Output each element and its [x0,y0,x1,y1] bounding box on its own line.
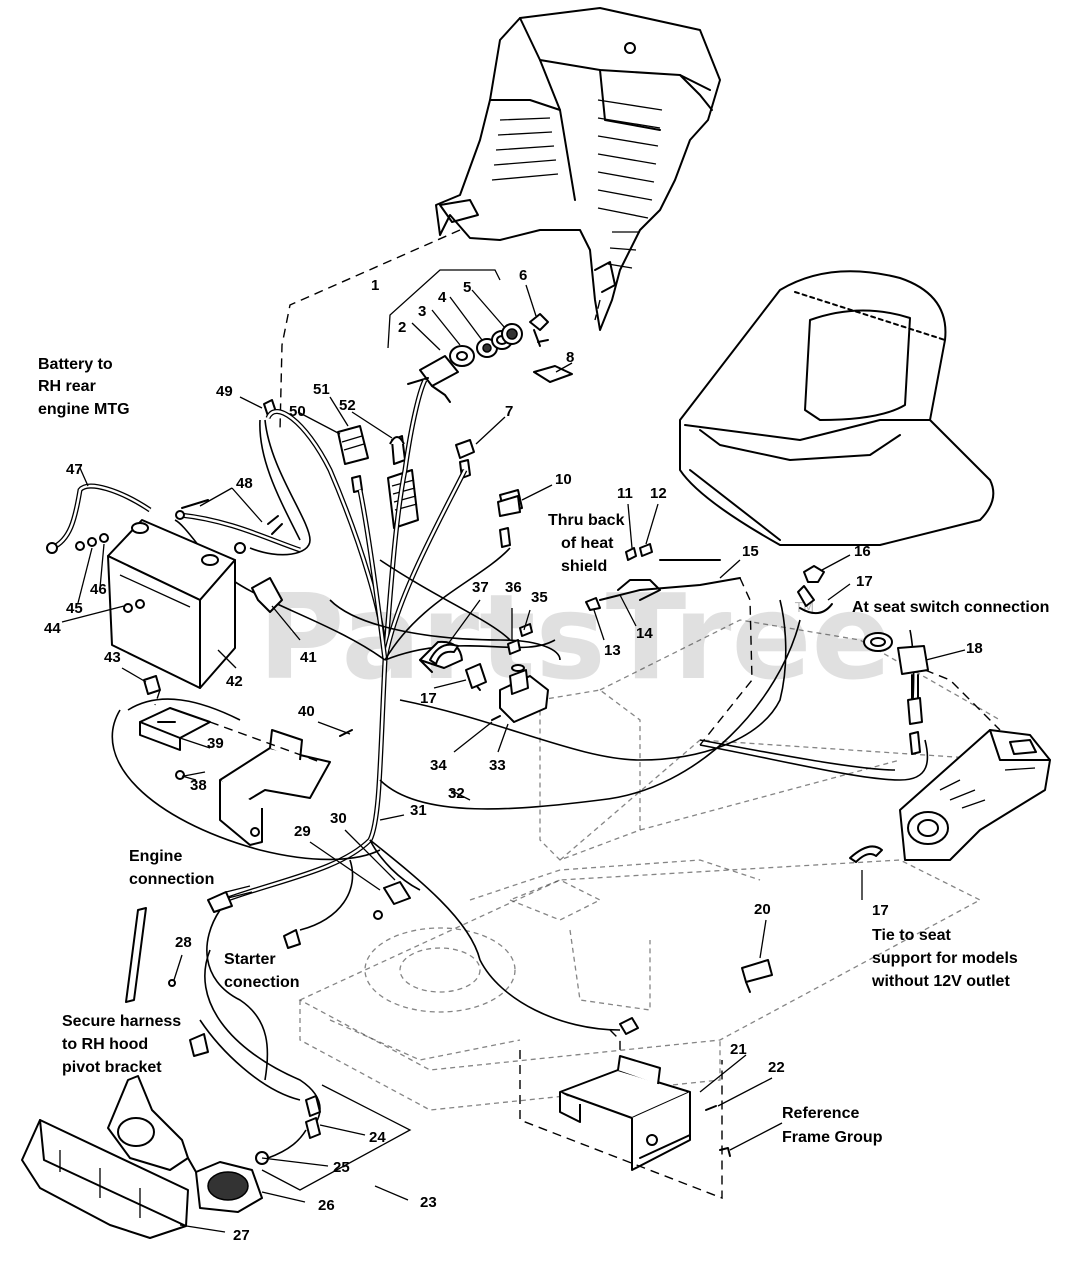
note-battery-line-1: Battery to [38,356,113,373]
callout-32: 32 [448,785,465,802]
callout-45: 45 [66,600,83,617]
part-37-clip [429,643,459,665]
callout-29: 29 [294,823,311,840]
note-secure-line-2: to RH hood [62,1036,148,1053]
callout-33: 33 [489,757,506,774]
callout-15: 15 [742,543,759,560]
callout-3: 3 [418,303,426,320]
part-23-bracket [261,1084,412,1191]
headlight-assembly [21,907,321,1239]
annotation-notes: Battery to RH rear engine MTG Thru back … [38,356,1049,1146]
note-reference-line-1: Reference [782,1105,859,1122]
part-41-boot [251,577,283,613]
callout-41: 41 [300,649,317,666]
callout-10: 10 [555,471,572,488]
mounting-brackets [139,675,353,846]
watermark: PartsTree [258,568,892,706]
note-reference-line-2: Frame Group [782,1129,883,1146]
callout-13: 13 [604,642,621,659]
callout-52: 52 [339,397,356,414]
callout-43: 43 [104,649,121,666]
12v-outlet [863,632,1001,755]
note-tie-line-1: Tie to seat [872,927,952,944]
note-heat-shield-line-2: of heat [561,535,614,552]
callout-2: 2 [398,319,406,336]
callout-51: 51 [313,381,330,398]
note-heat-shield-line-1: Thru back [548,512,625,529]
callout-30: 30 [330,810,347,827]
callout-22: 22 [768,1059,785,1076]
ignition-switch-parts [407,313,549,403]
callout-14: 14 [636,625,653,642]
callout-17a: 17 [856,573,873,590]
wiring-harness [111,378,929,1131]
callout-21: 21 [730,1041,747,1058]
callout-31: 31 [410,802,427,819]
callout-7: 7 [505,403,513,420]
callout-17b: 17 [420,690,437,707]
hood-dash-panel [435,7,721,331]
note-heat-shield-line-3: shield [561,558,607,575]
mounting-bracket-21 [519,959,773,1200]
callout-17c: 17 [872,902,889,919]
callout-34: 34 [430,757,447,774]
callout-16: 16 [854,543,871,560]
note-secure-line-1: Secure harness [62,1013,181,1030]
note-engine-line-2: connection [129,871,214,888]
callout-25: 25 [333,1159,350,1176]
note-battery-line-2: RH rear [38,378,96,395]
callout-numbers: 1 2 3 4 5 6 7 8 10 11 12 13 14 15 16 17 … [44,267,983,1244]
callout-37: 37 [472,579,489,596]
callout-46: 46 [90,581,107,598]
callout-27: 27 [233,1227,250,1244]
callout-28: 28 [175,934,192,951]
callout-6: 6 [519,267,527,284]
callout-8: 8 [566,349,574,366]
note-tie-line-3: without 12V outlet [871,973,1010,990]
callout-47: 47 [66,461,83,478]
callout-26: 26 [318,1197,335,1214]
note-seat-switch: At seat switch connection [852,599,1049,616]
callout-12: 12 [650,485,667,502]
callout-5: 5 [463,279,471,296]
part-8-plate [533,365,573,383]
callout-42: 42 [226,673,243,690]
rh-fender-console [899,729,1051,861]
heat-shield-parts [497,495,833,615]
engine-starter-connectors [207,881,411,949]
callout-48: 48 [236,475,253,492]
callout-11: 11 [617,485,633,502]
note-engine-line-1: Engine [129,848,182,865]
callout-36: 36 [505,579,522,596]
callout-24: 24 [369,1129,386,1146]
battery [107,519,236,689]
part-17-clip-b [465,663,487,689]
note-battery-line-3: engine MTG [38,401,130,418]
callout-20: 20 [754,901,771,918]
note-starter-line-2: conection [224,974,300,991]
note-tie-line-2: support for models [872,950,1018,967]
callout-4: 4 [438,289,447,306]
callout-leaders [61,284,966,1233]
callout-50: 50 [289,403,306,420]
callout-1: 1 [371,277,379,294]
callout-38: 38 [190,777,207,794]
note-secure-line-3: pivot bracket [62,1059,162,1076]
part-17-clip-c [849,845,883,863]
note-starter-line-1: Starter [224,951,276,968]
callout-44: 44 [44,620,61,637]
callout-23: 23 [420,1194,437,1211]
callout-49: 49 [216,383,233,400]
callout-40: 40 [298,703,315,720]
callout-18: 18 [966,640,983,657]
callout-35: 35 [531,589,548,606]
seat [679,270,995,546]
callout-39: 39 [207,735,224,752]
battery-cables [46,483,301,613]
